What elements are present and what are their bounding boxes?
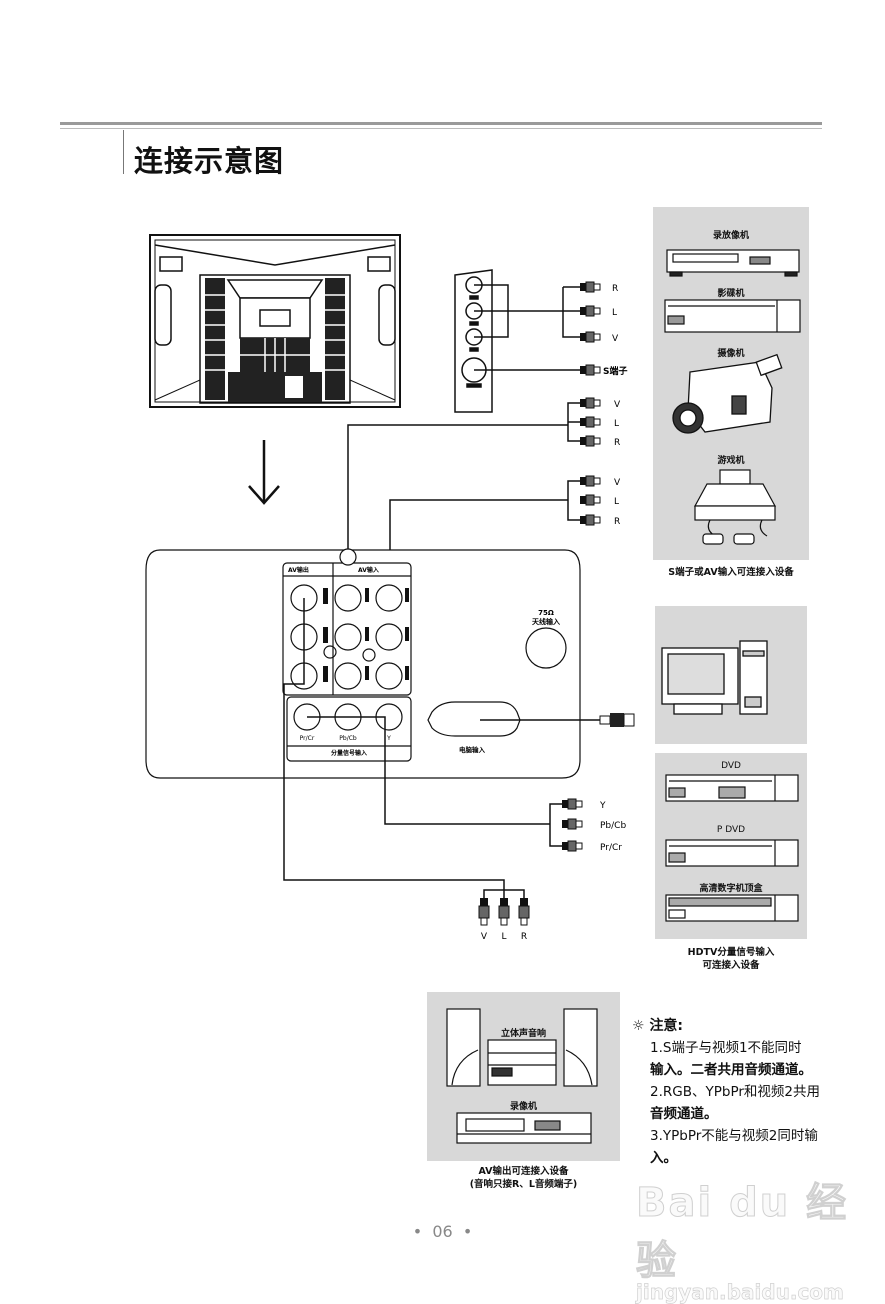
page-bullet-right: • [462,1222,473,1241]
component-label-pb: Pb/Cb [600,821,626,831]
computer-icon [661,640,768,715]
av2-label-r: R [614,517,620,527]
device-label-camcorder: 摄像机 [717,349,745,359]
down-arrow-icon [248,440,280,505]
sun-icon: ☼ [632,1018,645,1034]
component-y-label: Y [386,735,391,742]
pc-device-panel [655,606,807,744]
hdtv-device-panel [655,753,807,939]
tv-rear-panel [145,548,581,779]
device-label-game-console: 游戏机 [717,456,745,466]
av-out-plug-l [498,897,510,926]
av1-label-v: V [614,400,621,410]
component-label-y: Y [599,801,606,811]
side-label-v: V [612,334,619,344]
progressive-dvd-icon [665,839,799,867]
device-label-vcr: 录像机 [509,1102,537,1112]
av-out-label-r: R [521,932,527,942]
component-plug-pb [561,818,583,830]
av-out-label-v: V [481,932,488,942]
component-label-pr: Pr/Cr [600,843,622,853]
device-label-set-top-box: 高清数字机顶盒 [699,884,763,894]
rca-plug-l [579,416,601,428]
note-line: 2.RGB、YPbPr和视频2共用 [650,1084,820,1100]
header-rule-thin [60,128,822,129]
s-video-plug [579,364,601,376]
av-out-panel-caption-1: AV输出可连接入设备 [478,1166,569,1177]
tv-rear-illustration [149,234,401,408]
hdtv-panel-caption-1: HDTV分量信号输入 [687,947,775,958]
camcorder-icon [672,353,783,434]
speaker-icon [446,1008,481,1087]
av-output-label: AV输出 [288,566,309,574]
s-av-device-panel [653,207,809,560]
device-label-vcr: 录放像机 [712,231,749,241]
page-bullet-left: • [412,1222,423,1241]
notes-heading-row: ☼ 注意: [632,1015,862,1037]
s-video-label: S端子 [603,365,627,377]
watermark-brand: Bai du 经验 [636,1180,849,1285]
rca-plug-v [579,331,601,343]
av2-label-v: V [614,478,621,488]
note-line: 入。 [650,1150,677,1166]
rf-ohm-label: 75Ω [538,609,554,617]
note-line: 音频通道。 [650,1106,718,1122]
s-av-panel-caption: S端子或AV输入可连接入设备 [668,567,794,578]
vga-plug-icon [599,713,635,727]
rca-plug-v [579,475,601,487]
component-section-label: 分量信号输入 [331,749,367,757]
av-out-plug-r [518,897,530,926]
dvd-player-icon [665,774,799,802]
page-title: 连接示意图 [134,144,285,178]
header-rule [60,122,822,125]
notes-section: ☼ 注意: 1.S端子与视频1不能同时 输入。二者共用音频通道。 2.RGB、Y… [632,1015,862,1169]
av-input-1-wire [347,402,580,555]
title-divider [123,130,124,174]
stereo-system-icon [487,1039,557,1086]
component-pb-label: Pb/Cb [339,735,357,742]
rca-plug-v [579,397,601,409]
component-plug-pr [561,840,583,852]
note-line: 输入。二者共用音频通道。 [650,1062,812,1078]
speaker-icon [563,1008,598,1087]
av-output-wire [283,598,525,898]
device-label-disc-player: 影碟机 [717,289,745,299]
vcr-icon [666,249,800,277]
rf-input-label: 天线输入 [532,617,560,626]
disc-player-icon [664,299,801,333]
game-console-icon [693,469,777,545]
av-out-label-l: L [501,932,506,942]
note-line: 3.YPbPr不能与视频2同时输 [650,1128,818,1144]
page-footer: • 06 • [0,1222,885,1241]
hdtv-panel-caption-2: 可连接入设备 [702,960,760,971]
av-out-device-panel [427,992,620,1161]
device-label-dvd: DVD [721,761,741,771]
av2-label-l: L [614,497,619,507]
rca-plug-r [579,514,601,526]
watermark-url: jingyan.baidu.com [636,1280,845,1304]
component-plug-y [561,798,583,810]
rca-plug-l [579,494,601,506]
rca-plug-l [579,305,601,317]
av1-label-r: R [614,438,620,448]
set-top-box-icon [665,894,799,922]
notes-heading: 注意: [649,1018,684,1034]
component-wire [307,716,562,847]
component-pr-label: Pr/Cr [300,735,315,742]
av-out-panel-caption-2: (音响只接R、L音频端子) [469,1179,578,1190]
device-label-pdvd: P DVD [716,825,746,835]
vga-label: 电脑输入 [459,745,486,754]
side-label-r: R [612,284,618,294]
rca-plug-r [579,281,601,293]
note-line: 1.S端子与视频1不能同时 [650,1040,802,1056]
av-out-plug-v [478,897,490,926]
rca-plug-r [579,435,601,447]
side-label-l: L [612,308,617,318]
side-av-panel [454,269,580,413]
page-number: 06 [432,1222,453,1241]
av1-label-l: L [614,419,619,429]
av-input-label: AV输入 [358,566,379,574]
device-label-stereo: 立体声音响 [500,1029,546,1039]
vcr-icon [456,1112,592,1144]
